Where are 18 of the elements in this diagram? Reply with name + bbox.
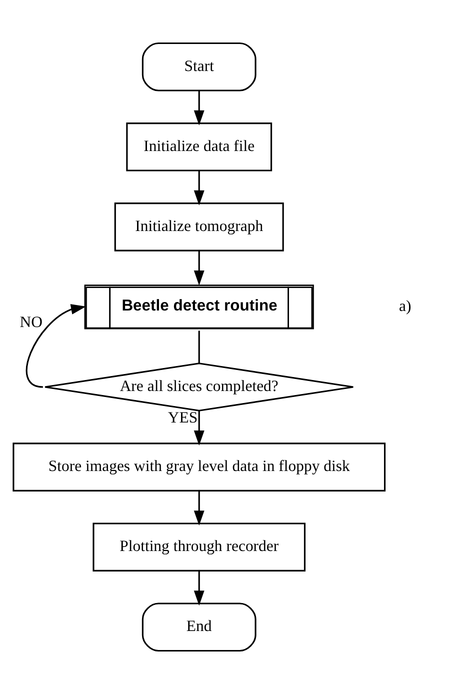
node-box: Store images with gray level data in floppy disk bbox=[12, 442, 386, 492]
edge-label: NO bbox=[20, 314, 42, 331]
node-box: End bbox=[142, 602, 256, 652]
edge-label: YES bbox=[168, 410, 198, 427]
node-diamond: Are all slices completed? bbox=[44, 362, 354, 412]
node-box: Start bbox=[142, 42, 256, 92]
label: a) bbox=[399, 298, 412, 316]
arrow bbox=[194, 490, 204, 526]
arrow bbox=[26, 304, 86, 388]
arrow bbox=[194, 570, 204, 606]
arrow bbox=[194, 170, 204, 206]
arrow bbox=[194, 250, 204, 286]
connector bbox=[198, 330, 200, 364]
arrow bbox=[194, 410, 204, 446]
node-box: Initialize data file bbox=[126, 122, 272, 172]
node-box: Initialize tomograph bbox=[114, 202, 284, 252]
node-box: Plotting through recorder bbox=[92, 522, 306, 572]
arrow bbox=[194, 90, 204, 126]
